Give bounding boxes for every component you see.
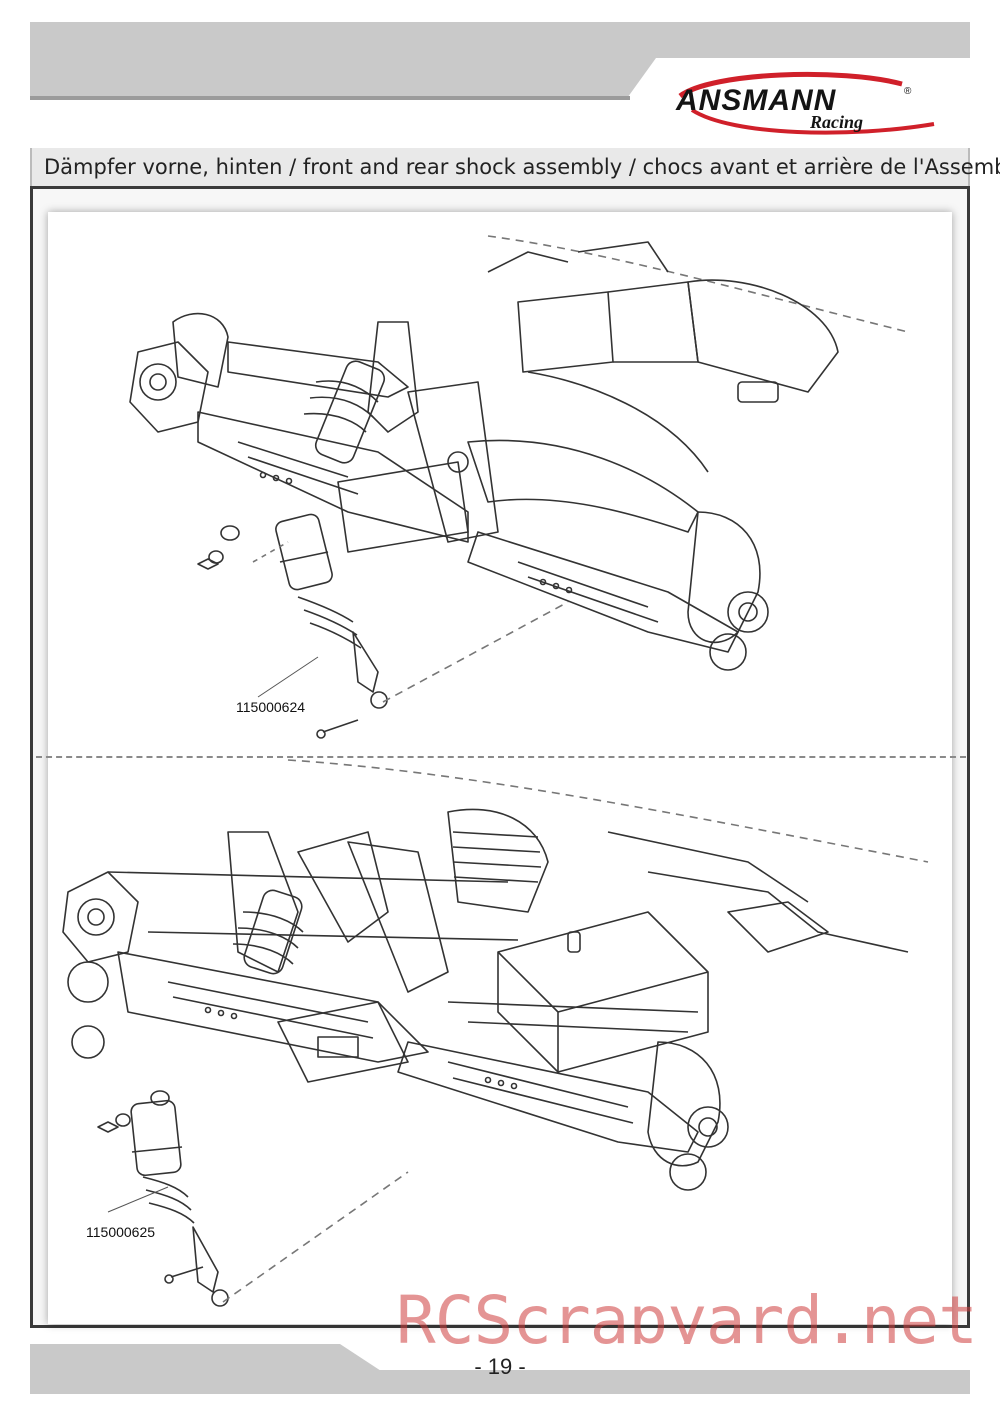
brand-subline: Racing — [810, 112, 864, 132]
front-shock-part-number: 115000624 — [236, 699, 306, 715]
section-divider — [36, 756, 966, 758]
brand-name: ANSMANN — [676, 84, 837, 117]
drawing-card — [48, 212, 952, 1324]
registered-mark: ® — [904, 86, 912, 97]
header-rule — [30, 96, 630, 100]
front-chassis-illustration — [129, 235, 909, 739]
rear-chassis-illustration — [62, 759, 929, 1307]
page-title: Dämpfer vorne, hinten / front and rear s… — [44, 155, 1000, 179]
header-notch — [620, 58, 980, 108]
title-strip — [30, 148, 970, 186]
footer-notch — [340, 1344, 1000, 1370]
ansmann-logo — [678, 71, 935, 135]
rear-shock-part-number: 115000625 — [86, 1224, 156, 1240]
page-number: - 19 - — [474, 1354, 526, 1379]
assembly-drawing — [62, 235, 929, 1307]
